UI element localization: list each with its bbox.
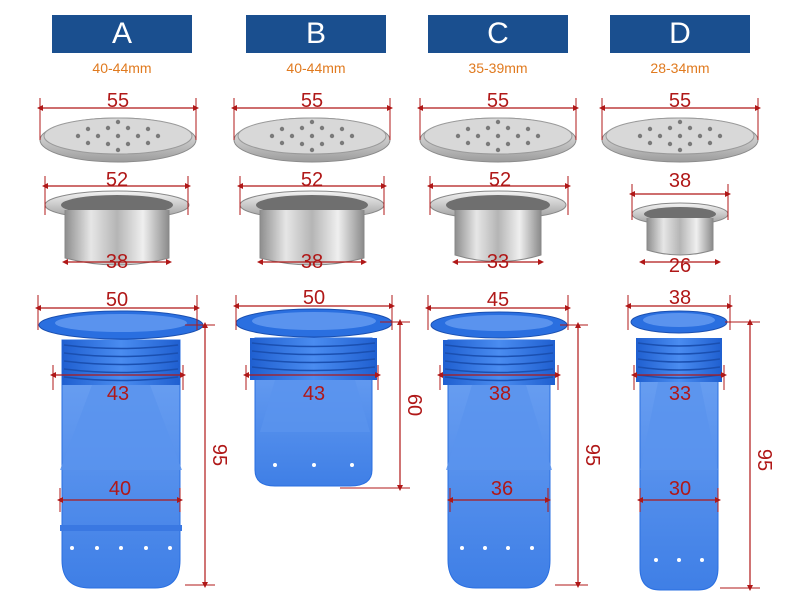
dim-a-height: 95: [208, 444, 230, 466]
column-a: 55 52 38: [35, 90, 230, 589]
dim-b-cup-top: 52: [301, 169, 323, 191]
column-d: 55 38 26 38: [599, 90, 775, 591]
header-c: C: [428, 15, 568, 53]
seal-d: [630, 310, 728, 591]
dim-c-cup-bottom: 33: [487, 251, 509, 273]
dim-c-height: 95: [581, 444, 603, 466]
dim-a-cup-bottom: 38: [106, 251, 128, 273]
size-range-b: 40-44mm: [286, 60, 346, 76]
strainer-cover-b: [233, 117, 391, 163]
dim-c-seal-top: 45: [487, 289, 509, 311]
seal-c: [430, 311, 568, 589]
dim-b-cup-bottom: 38: [301, 251, 323, 273]
dim-d-cup-bottom: 26: [669, 255, 691, 277]
header-a: A: [52, 15, 192, 53]
dim-d-seal-mid: 33: [669, 383, 691, 405]
dim-c-cup-top: 52: [489, 169, 511, 191]
dim-d-cup-top: 38: [669, 170, 691, 192]
strainer-cover-d: [601, 117, 759, 163]
dim-d-seal-top: 38: [669, 287, 691, 309]
dim-a-top: 55: [107, 90, 129, 112]
dim-a-seal-low: 40: [109, 478, 131, 500]
dim-c-seal-low: 36: [491, 478, 513, 500]
dim-b-height: 60: [403, 394, 425, 416]
dim-b-seal-top: 50: [303, 287, 325, 309]
size-range-c: 35-39mm: [468, 60, 528, 76]
dim-a-seal-mid: 43: [107, 383, 129, 405]
column-b: 55 52 38 50: [231, 90, 425, 491]
dim-c-top: 55: [487, 90, 509, 112]
header-d: D: [610, 15, 750, 53]
strainer-cover-a: [39, 117, 197, 163]
size-range-d: 28-34mm: [650, 60, 710, 76]
cup-c: [429, 190, 567, 262]
dim-d-seal-low: 30: [669, 478, 691, 500]
dim-d-height: 95: [753, 449, 775, 471]
strainer-cover-c: [419, 117, 577, 163]
dim-c-seal-mid: 38: [489, 383, 511, 405]
cup-d: [631, 202, 729, 256]
dim-b-top: 55: [301, 90, 323, 112]
dim-d-top: 55: [669, 90, 691, 112]
column-c: 55 52 33 45: [417, 90, 603, 589]
size-range-a: 40-44mm: [92, 60, 152, 76]
header-b: B: [246, 15, 386, 53]
cup-b: [239, 190, 385, 266]
dim-a-cup-top: 52: [106, 169, 128, 191]
dim-a-seal-top: 50: [106, 289, 128, 311]
dim-b-seal-mid: 43: [303, 383, 325, 405]
seal-a: [38, 310, 204, 589]
